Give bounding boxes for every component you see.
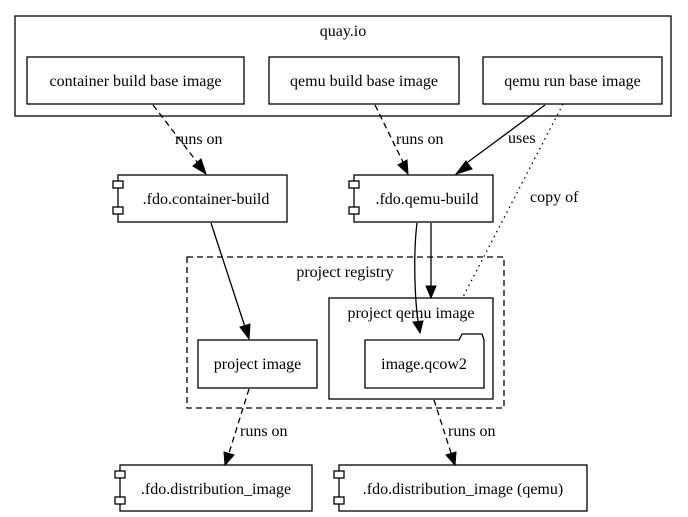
edge-copy-of: copy of	[462, 103, 579, 298]
node-fdo-distribution-image-qemu: .fdo.distribution_image (qemu)	[333, 464, 588, 512]
edge-qemu-build-to-qcow2	[412, 222, 424, 335]
edge-qemu-build-to-qemu-image	[425, 223, 437, 300]
component-port-icon	[114, 496, 126, 505]
component-port-icon	[333, 470, 345, 479]
arrowhead-icon	[454, 160, 473, 175]
node-image-qcow2: image.qcow2	[364, 333, 485, 389]
arrowhead-icon	[412, 320, 424, 335]
component-port-icon	[114, 470, 126, 479]
edge-project-runs-on: runs on	[223, 388, 288, 467]
node-qemu-build-base-image: qemu build base image	[268, 56, 460, 105]
node-qemu-build-base-image-label: qemu build base image	[290, 73, 438, 90]
component-port-icon	[112, 206, 124, 215]
cluster-project-qemu-image: project qemu image	[328, 297, 494, 400]
component-port-icon	[112, 180, 124, 189]
cluster-quay-io-label: quay.io	[320, 23, 367, 40]
node-fdo-container-build: .fdo.container-build	[112, 174, 288, 223]
arrowhead-icon	[445, 451, 457, 467]
edge-qcow2-runs-on-label: runs on	[448, 423, 496, 440]
node-container-build-base-image-label: container build base image	[50, 73, 222, 90]
cluster-project-qemu-image-label: project qemu image	[347, 305, 474, 322]
component-port-icon	[333, 496, 345, 505]
arrowhead-icon	[425, 285, 437, 300]
arrowhead-icon	[397, 159, 409, 176]
arrowhead-icon	[192, 158, 207, 176]
cluster-quay-io: quay.io	[14, 15, 672, 117]
node-project-image: project image	[197, 339, 318, 389]
arrowhead-icon	[223, 451, 235, 467]
node-fdo-container-build-label: .fdo.container-build	[143, 191, 270, 208]
node-qemu-run-base-image: qemu run base image	[482, 56, 663, 105]
cluster-project-registry-label: project registry	[296, 264, 393, 281]
node-qemu-run-base-image-label: qemu run base image	[504, 73, 640, 90]
edge-container-build-to-project-image	[210, 222, 251, 341]
node-image-qcow2-label: image.qcow2	[381, 356, 467, 373]
component-port-icon	[348, 206, 360, 215]
edge-uses: uses	[454, 104, 546, 175]
edge-uses-label: uses	[508, 130, 536, 147]
edge-qemu-runs-on: runs on	[374, 104, 444, 176]
folder-icon	[364, 333, 485, 389]
node-fdo-distribution-image-qemu-label: .fdo.distribution_image (qemu)	[363, 481, 563, 498]
edge-qcow2-runs-on: runs on	[433, 399, 496, 467]
cluster-project-registry: project registry	[186, 256, 505, 409]
node-fdo-qemu-build: .fdo.qemu-build	[348, 174, 494, 223]
edge-qemu-runs-on-label: runs on	[396, 131, 444, 148]
node-container-build-base-image: container build base image	[26, 56, 245, 105]
node-fdo-distribution-image-label: .fdo.distribution_image	[141, 481, 291, 498]
edge-copy-of-label: copy of	[530, 189, 579, 206]
node-fdo-distribution-image: .fdo.distribution_image	[114, 464, 313, 512]
edge-container-runs-on-label: runs on	[175, 131, 223, 148]
component-port-icon	[348, 180, 360, 189]
arrowhead-icon	[239, 323, 251, 341]
edge-project-runs-on-label: runs on	[240, 423, 288, 440]
node-fdo-qemu-build-label: .fdo.qemu-build	[375, 191, 478, 208]
edge-container-runs-on: runs on	[152, 104, 223, 176]
node-project-image-label: project image	[214, 356, 302, 373]
